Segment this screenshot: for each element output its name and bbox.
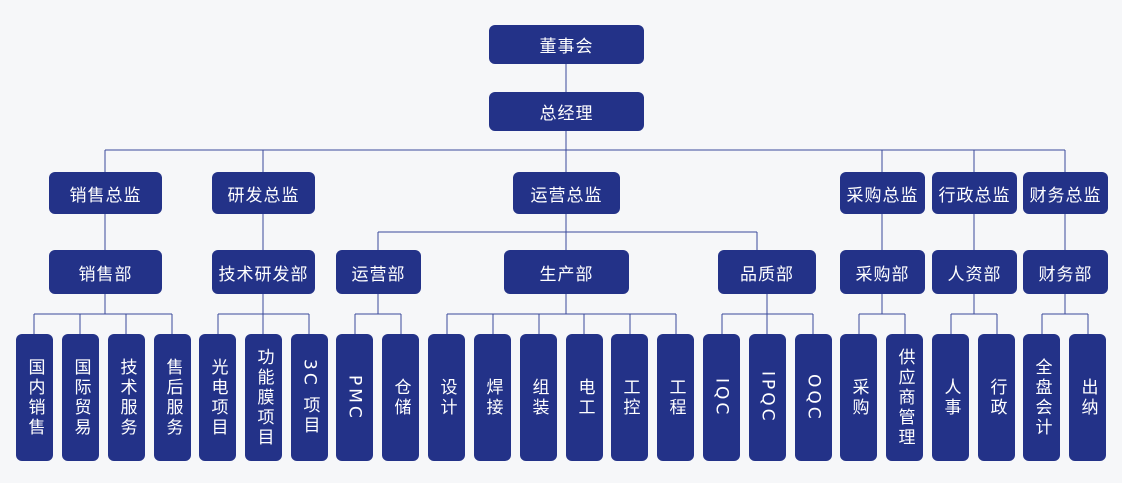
unit-node: 功能膜项目 (245, 334, 282, 461)
unit-node: 焊接 (474, 334, 511, 461)
unit-node: 国际贸易 (62, 334, 99, 461)
dept-production-node: 生产部 (504, 250, 629, 294)
unit-node: 设计 (428, 334, 465, 461)
unit-node: PMC (336, 334, 373, 461)
dept-ops-node: 运营部 (336, 250, 421, 294)
unit-node: OQC (795, 334, 832, 461)
unit-node: 出纳 (1069, 334, 1106, 461)
unit-node: 工程 (657, 334, 694, 461)
director-ops-node: 运营总监 (513, 172, 620, 214)
director-finance-node: 财务总监 (1023, 172, 1108, 214)
unit-node: 采购 (840, 334, 877, 461)
dept-rnd-node: 技术研发部 (212, 250, 315, 294)
dept-hr-node: 人资部 (932, 250, 1017, 294)
unit-node: 工控 (611, 334, 648, 461)
director-purchase-node: 采购总监 (840, 172, 925, 214)
unit-node: 技术服务 (108, 334, 145, 461)
gm-node: 总经理 (489, 92, 644, 131)
dept-finance-node: 财务部 (1023, 250, 1108, 294)
director-sales-node: 销售总监 (49, 172, 162, 214)
unit-node: 电工 (566, 334, 603, 461)
board-node: 董事会 (489, 25, 644, 64)
unit-node: 人事 (932, 334, 969, 461)
unit-node: IPQC (749, 334, 786, 461)
director-rnd-node: 研发总监 (212, 172, 315, 214)
dept-purchase-node: 采购部 (840, 250, 925, 294)
unit-node: 行政 (978, 334, 1015, 461)
unit-node: IQC (703, 334, 740, 461)
unit-node: 组装 (520, 334, 557, 461)
unit-node: 售后服务 (154, 334, 191, 461)
unit-node: 全盘会计 (1023, 334, 1060, 461)
director-admin-node: 行政总监 (932, 172, 1017, 214)
unit-node: 光电项目 (199, 334, 236, 461)
unit-node: 供应商管理 (886, 334, 923, 461)
dept-sales-node: 销售部 (49, 250, 162, 294)
unit-node: 3C 项目 (291, 334, 328, 461)
dept-quality-node: 品质部 (718, 250, 816, 294)
unit-node: 国内销售 (16, 334, 53, 461)
unit-node: 仓储 (382, 334, 419, 461)
